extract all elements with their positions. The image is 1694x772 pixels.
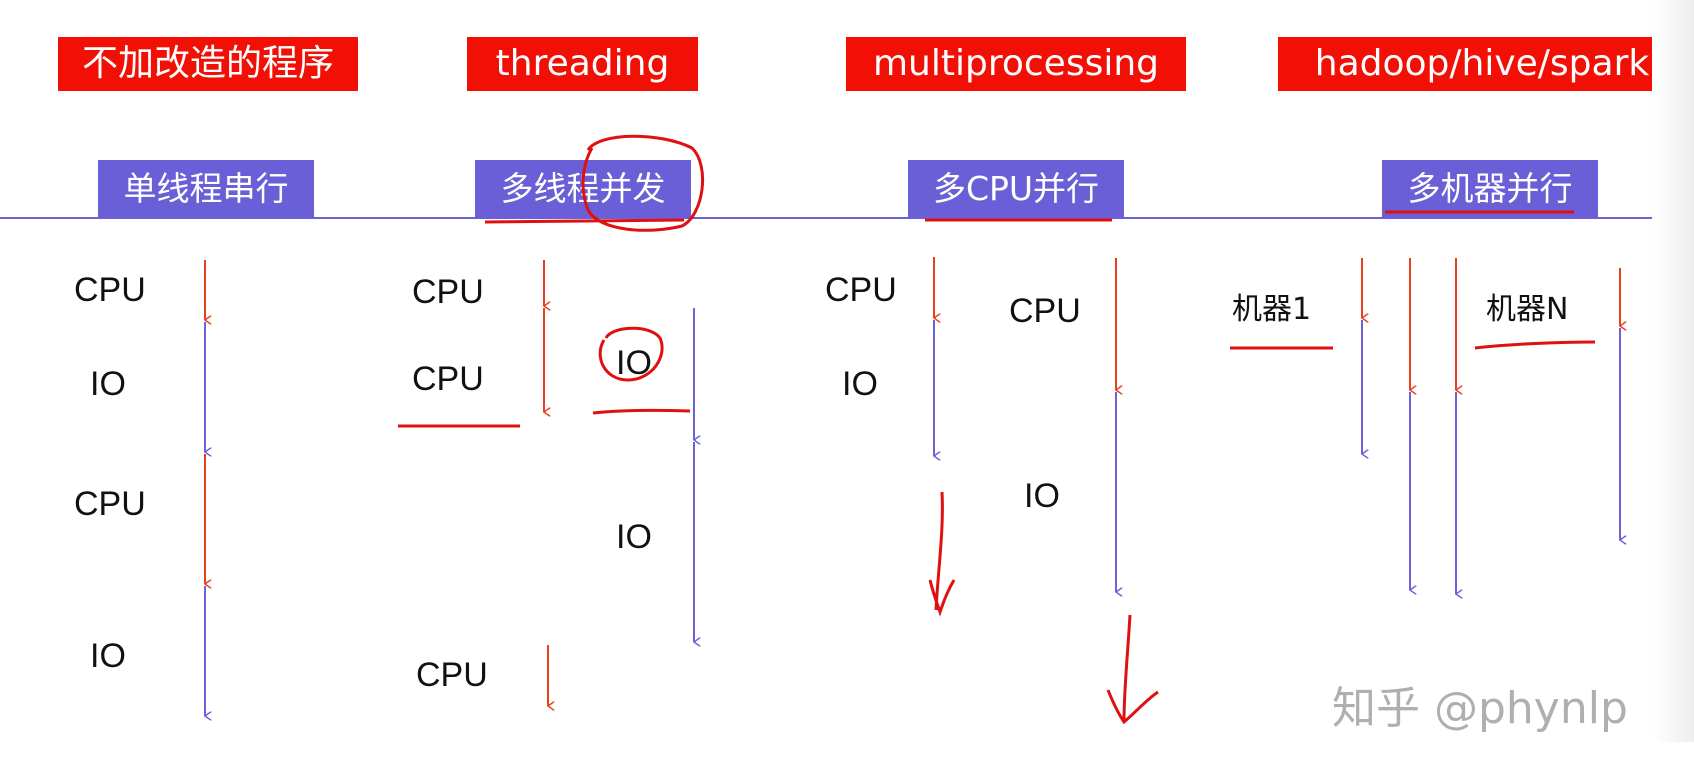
annotation-circle-concurrent: [581, 134, 705, 232]
label-cpu: CPU: [74, 271, 146, 309]
mode-multi-cpu: 多CPU并行: [908, 160, 1124, 218]
label-machine-1: 机器1: [1232, 292, 1312, 327]
label-cpu: CPU: [412, 360, 484, 398]
label-cpu: CPU: [74, 485, 146, 523]
title-threading: threading: [467, 37, 698, 91]
annotation-underline-concurrent: [484, 218, 685, 224]
label-cpu: CPU: [825, 271, 897, 309]
label-cpu: CPU: [1009, 292, 1081, 330]
annotation-arrow-multiprocessing-2: [1106, 614, 1159, 725]
label-io: IO: [1024, 477, 1060, 515]
label-io: IO: [90, 637, 126, 675]
annotation-arrow-multiprocessing-1: [928, 491, 956, 617]
right-edge-shadow: [1652, 0, 1694, 772]
bottom-strip: [0, 742, 1694, 772]
title-single-thread: 不加改造的程序: [58, 37, 358, 91]
annotation-underline-machine-n: [1474, 340, 1596, 350]
label-cpu: CPU: [412, 273, 484, 311]
annotation-circle-io: [598, 326, 664, 382]
mode-serial: 单线程串行: [98, 160, 314, 218]
label-machine-n: 机器N: [1486, 292, 1569, 327]
watermark: 知乎 @phynlp: [1332, 683, 1628, 734]
label-cpu: CPU: [416, 656, 488, 694]
title-multiprocessing: multiprocessing: [846, 37, 1186, 91]
label-io: IO: [90, 365, 126, 403]
title-hadoop: hadoop/hive/spark: [1278, 37, 1686, 91]
annotation-underline-io: [592, 408, 691, 415]
mode-multi-machine: 多机器并行: [1382, 160, 1598, 218]
label-io: IO: [842, 365, 878, 403]
label-io: IO: [616, 518, 652, 556]
